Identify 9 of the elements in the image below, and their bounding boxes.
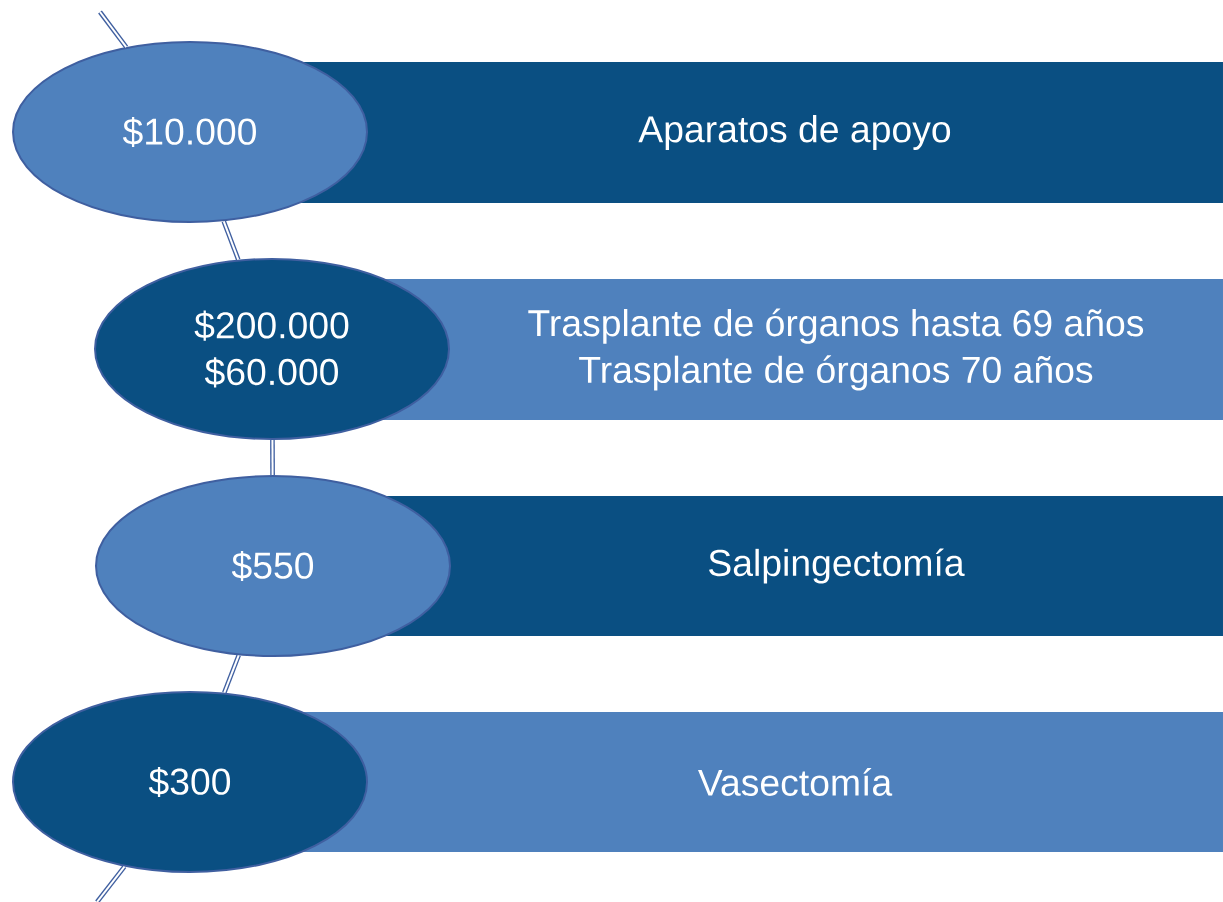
curved-line (98, 10, 129, 49)
curved-line (95, 865, 127, 902)
curved-line (222, 654, 241, 694)
curved-line (221, 220, 241, 261)
bar: Aparatos de apoyo (280, 62, 1223, 203)
bar: Salpingectomía (370, 496, 1223, 636)
bar: Vasectomía (280, 712, 1223, 852)
curved-line (270, 439, 275, 476)
bar: Trasplante de órganos hasta 69 años Trasplante de órganos 70 años (370, 279, 1223, 420)
